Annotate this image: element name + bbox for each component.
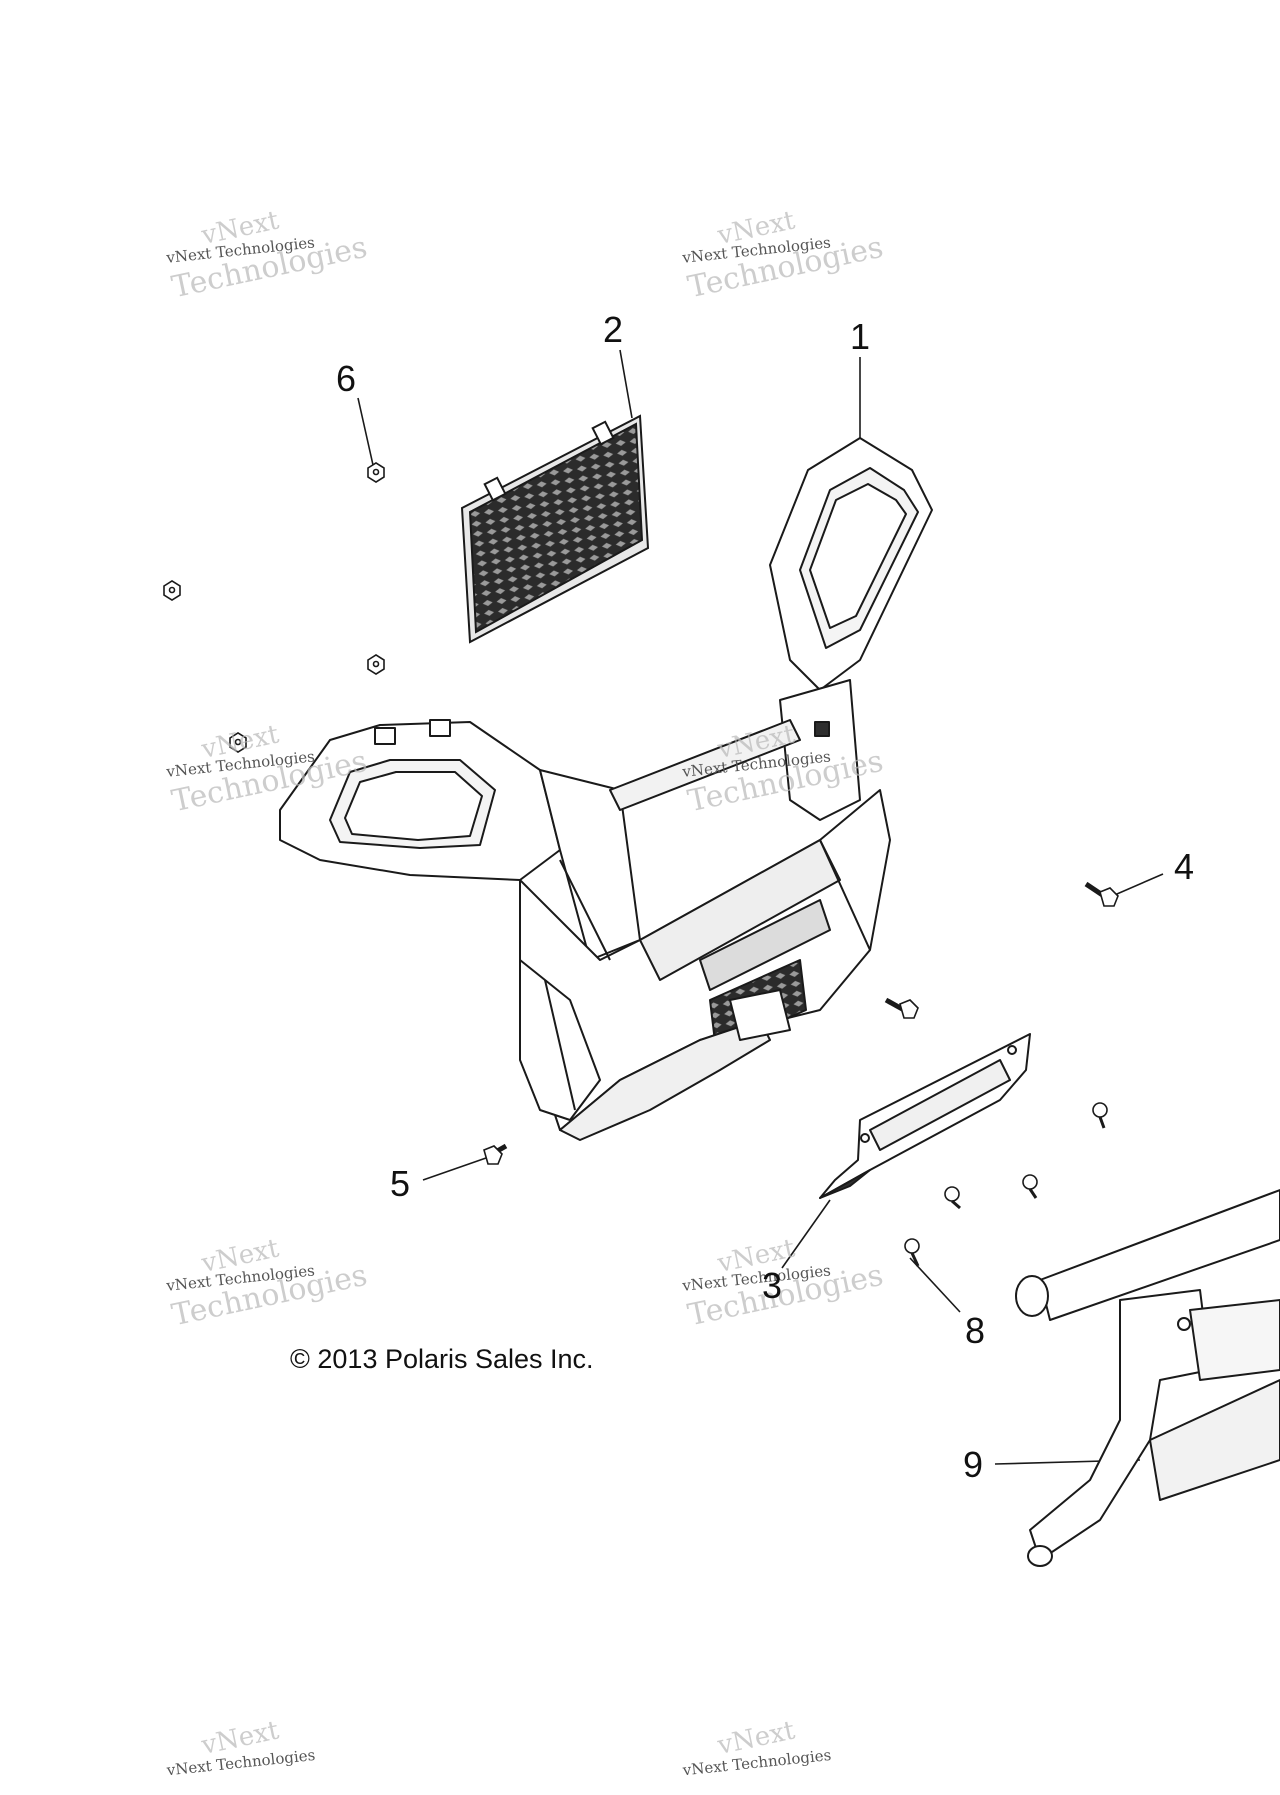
nut-icon <box>229 732 247 753</box>
leader-4 <box>1109 873 1164 898</box>
nut-icon <box>163 580 181 601</box>
bolt-icon-part-4 <box>1084 881 1119 907</box>
bolt-icon <box>884 997 919 1019</box>
copyright-text: © 2013 Polaris Sales Inc. <box>290 1344 594 1374</box>
front-fascia-part-1 <box>279 437 933 1141</box>
callout-3: 3 <box>761 1265 783 1306</box>
bolt-icon-part-5 <box>483 1143 508 1165</box>
rivet-icon <box>904 1238 920 1267</box>
callout-8: 8 <box>964 1310 986 1351</box>
callout-6: 6 <box>335 358 357 399</box>
nut-icon <box>367 654 385 675</box>
leader-3 <box>781 1199 831 1269</box>
callout-5: 5 <box>389 1163 411 1204</box>
leader-8 <box>909 1257 961 1313</box>
grille-screen-part-2 <box>460 414 650 644</box>
brush-guard-part-9 <box>1015 1189 1280 1567</box>
bolts <box>483 881 1119 1165</box>
rivet-icon <box>1022 1174 1038 1199</box>
callout-9: 9 <box>962 1444 984 1485</box>
callout-2: 2 <box>602 309 624 350</box>
callout-4: 4 <box>1173 846 1195 887</box>
skid-plate-part-3 <box>819 1033 1031 1199</box>
leader-6 <box>357 397 374 466</box>
callout-1: 1 <box>849 316 871 357</box>
leader-lines <box>357 349 1164 1465</box>
rivet-icon <box>944 1186 961 1210</box>
rivets-part-8 <box>904 1102 1108 1267</box>
leader-5 <box>422 1157 487 1181</box>
nut-icon <box>367 462 385 483</box>
nuts-part-6 <box>163 462 385 753</box>
leader-2 <box>619 349 633 419</box>
rivet-icon <box>1092 1102 1108 1129</box>
